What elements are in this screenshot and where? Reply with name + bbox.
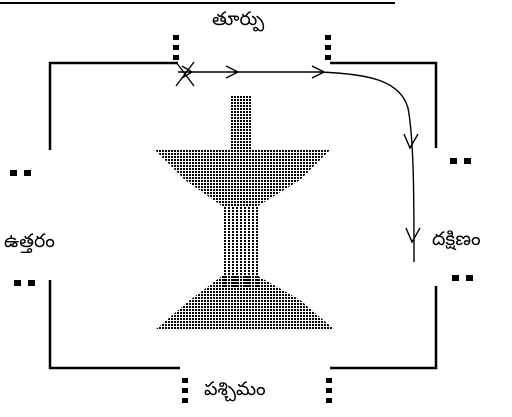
- marker-bottom-right-1: [326, 378, 332, 383]
- marker-top-right-2: [325, 45, 331, 50]
- label-right: దక్షిణం: [432, 228, 481, 250]
- marker-top-right-1: [325, 35, 331, 40]
- arrow-top-left: [181, 65, 194, 79]
- marker-top-left-1: [173, 35, 179, 40]
- marker-left-upper-2: [24, 170, 31, 176]
- marker-right-lower-2: [466, 275, 473, 281]
- outline-bottom-left: [48, 280, 180, 370]
- outline-bottom-right: [330, 286, 438, 370]
- label-bottom: పశ్చిమం: [204, 378, 266, 400]
- marker-right-lower-1: [452, 275, 459, 281]
- marker-bottom-right-3: [326, 398, 332, 403]
- marker-bottom-right-2: [326, 388, 332, 393]
- marker-left-upper-1: [10, 170, 17, 176]
- start-cross: [175, 61, 195, 87]
- marker-left-lower-2: [28, 280, 35, 286]
- flow-path: [175, 61, 421, 263]
- marker-right-upper-2: [464, 158, 471, 164]
- arrow-right-lower: [405, 227, 421, 244]
- label-left: ఉత్తరం: [4, 230, 55, 252]
- marker-bottom-left-1: [182, 378, 188, 383]
- lamp-base: [155, 276, 335, 330]
- outline-top-left: [48, 61, 178, 150]
- label-top: తూర్పు: [212, 8, 265, 30]
- corner-markers: [10, 35, 473, 403]
- lamp-flame-stem: [230, 95, 252, 150]
- marker-top-left-3: [173, 55, 179, 60]
- marker-top-left-2: [173, 45, 179, 50]
- arrow-top-mid: [225, 65, 240, 79]
- plot-outline: [48, 61, 438, 370]
- marker-top-right-3: [325, 55, 331, 60]
- lamp-bowl: [155, 150, 330, 206]
- flow-curve: [178, 71, 415, 263]
- marker-left-lower-1: [14, 280, 21, 286]
- outline-top-right: [330, 61, 438, 148]
- lamp-stand: [222, 206, 258, 288]
- lamp-figure: [155, 95, 335, 330]
- marker-right-upper-1: [450, 158, 457, 164]
- arrow-right-upper: [403, 133, 419, 150]
- marker-bottom-left-3: [182, 398, 188, 403]
- marker-bottom-left-2: [182, 388, 188, 393]
- arrow-top-right: [311, 65, 326, 79]
